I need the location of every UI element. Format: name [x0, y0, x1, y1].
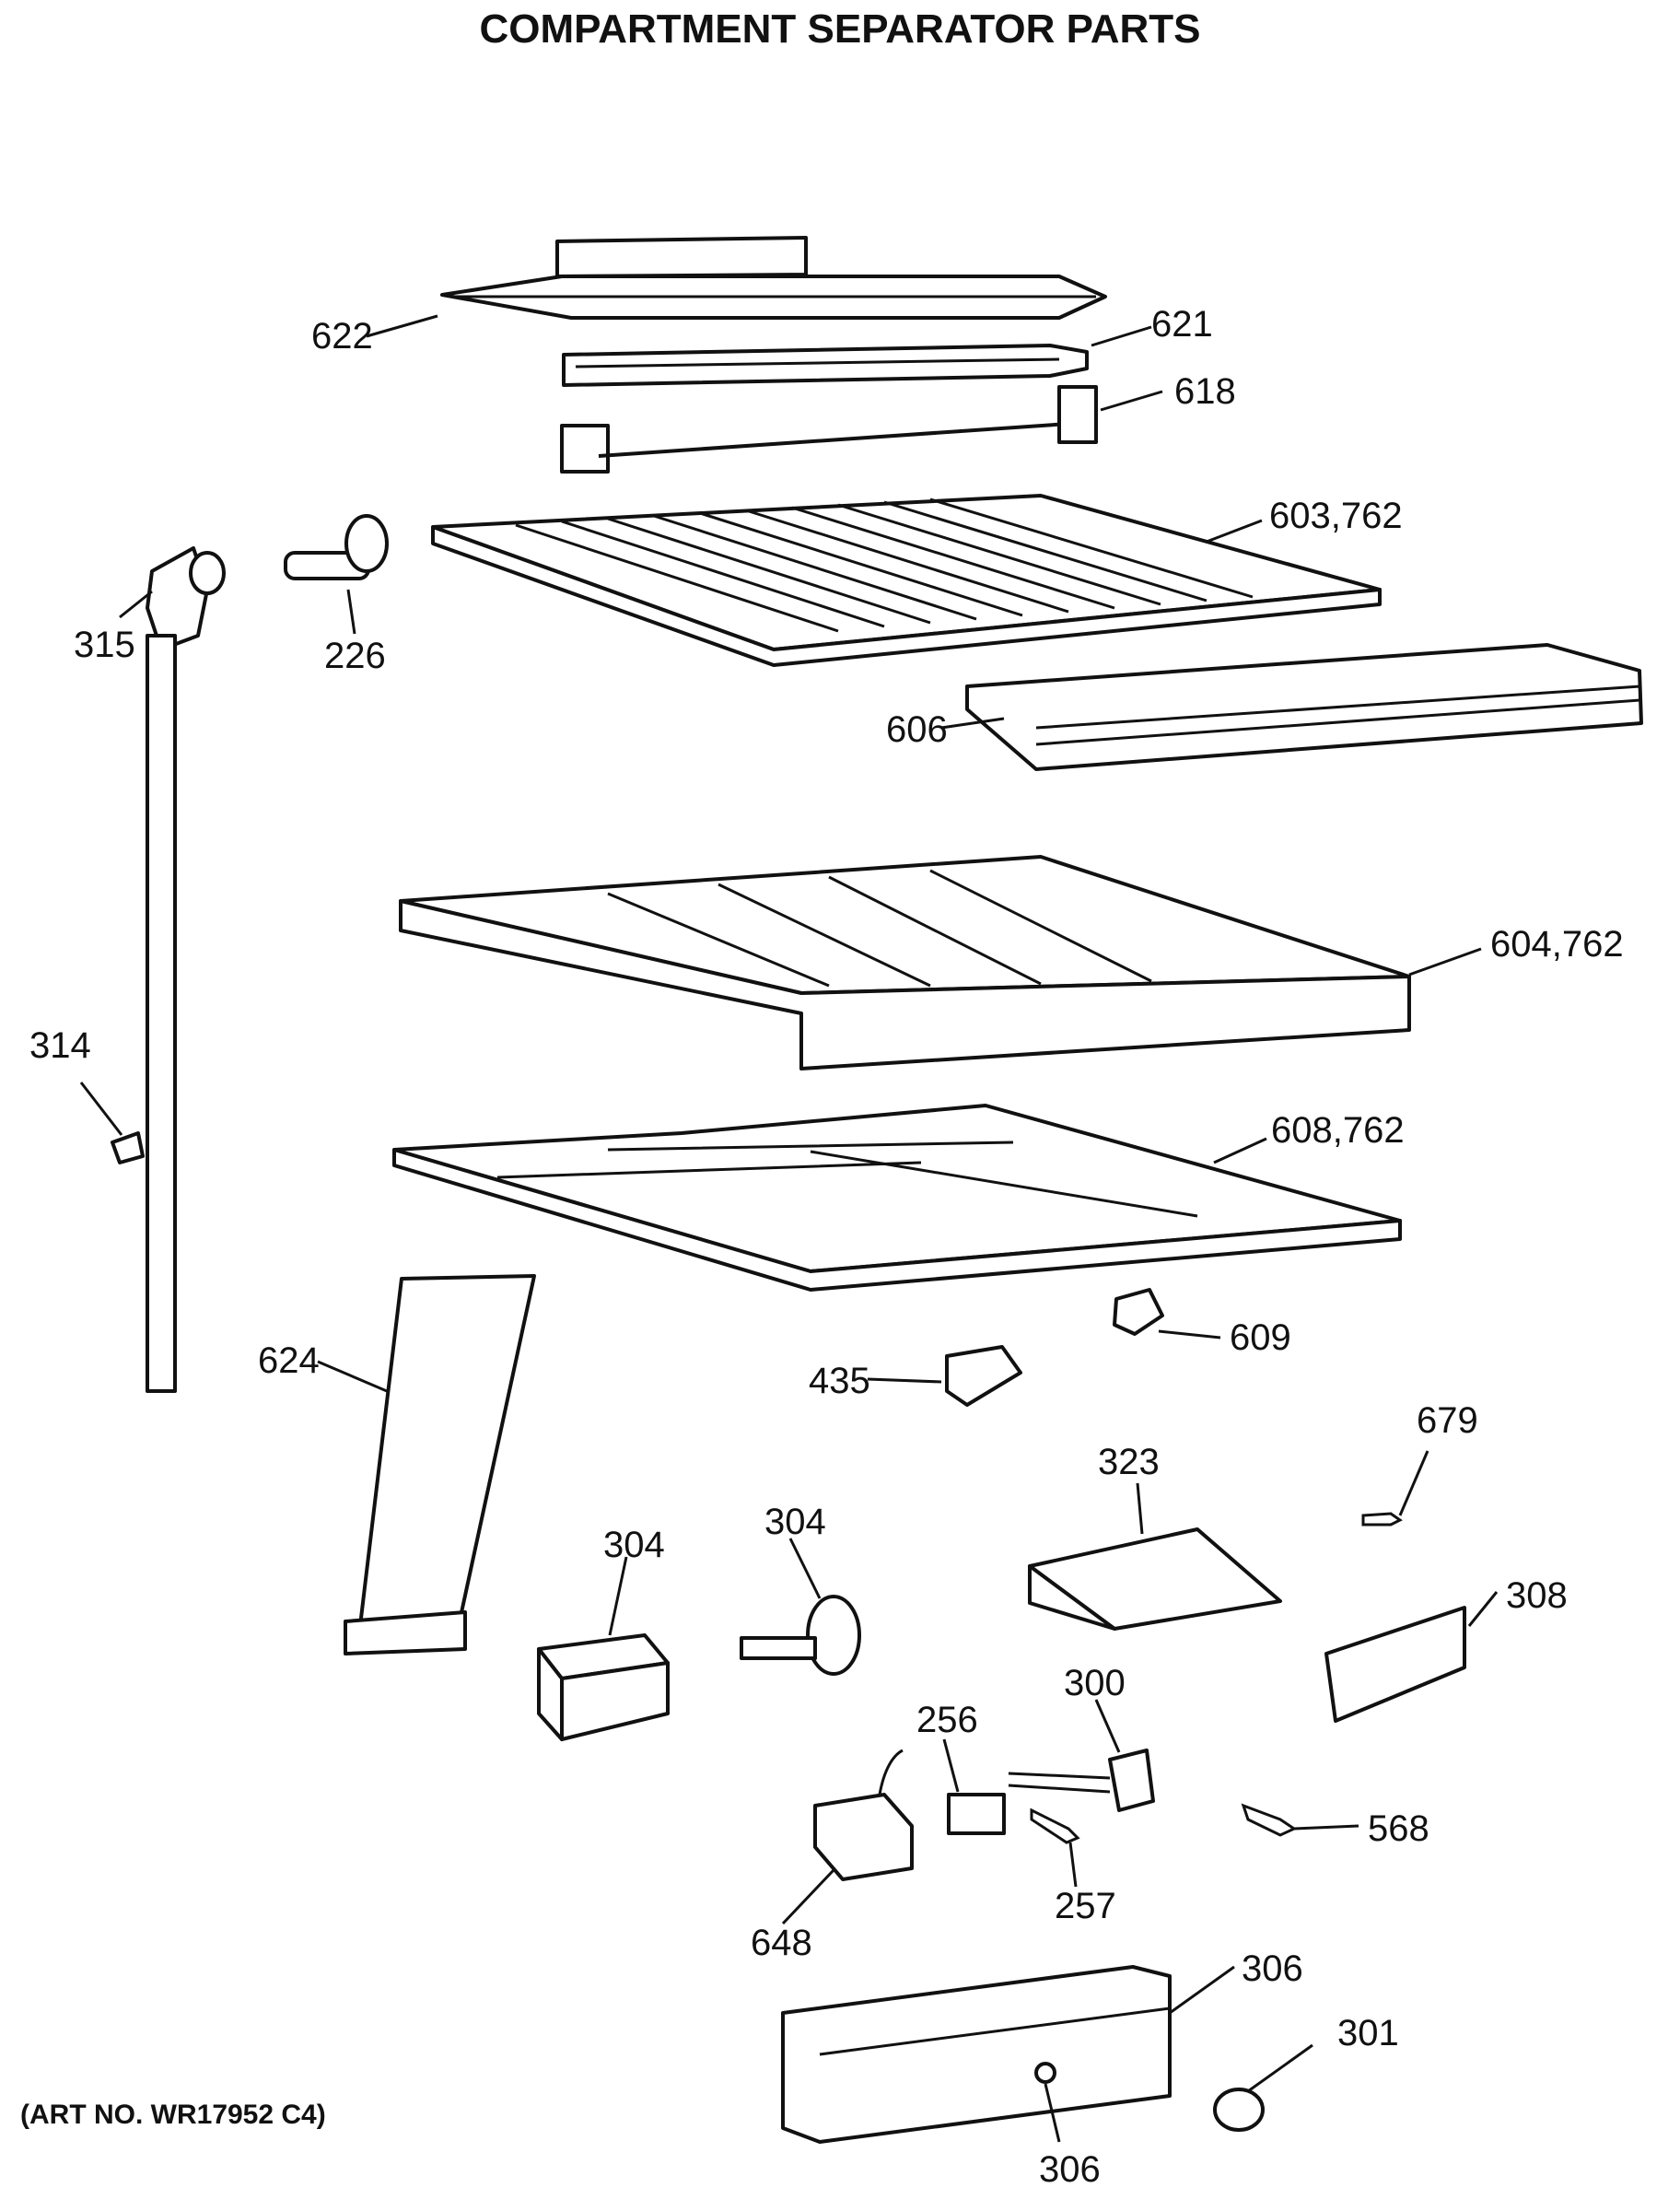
part-306-housing: [781, 1965, 1172, 2144]
part-618-rod: [560, 385, 1098, 474]
label-304-block: 304: [603, 1525, 665, 1565]
part-609-fastener: [1113, 1288, 1164, 1336]
label-648: 648: [751, 1923, 812, 1963]
part-606-trim: [965, 643, 1643, 771]
label-568: 568: [1368, 1808, 1429, 1849]
part-624-bracket: [344, 1274, 536, 1655]
part-257-screw: [1030, 1807, 1080, 1844]
label-603-762: 603,762: [1269, 496, 1403, 536]
label-624: 624: [258, 1340, 320, 1381]
label-679: 679: [1417, 1400, 1478, 1441]
part-603-shelf: [431, 494, 1382, 667]
label-621: 621: [1151, 304, 1213, 345]
label-609: 609: [1230, 1317, 1291, 1358]
part-226-pin: [284, 514, 389, 580]
label-306-bottom: 306: [1039, 2149, 1101, 2190]
part-435-knob: [945, 1345, 1022, 1407]
part-314-clip: [111, 1131, 145, 1164]
label-308: 308: [1506, 1575, 1568, 1616]
label-226: 226: [324, 636, 386, 676]
label-618: 618: [1174, 371, 1236, 412]
part-568-screw: [1241, 1803, 1298, 1837]
label-301: 301: [1337, 2013, 1399, 2053]
part-604-separator: [399, 855, 1411, 1070]
art-number: (ART NO. WR17952 C4): [20, 2100, 326, 2130]
label-314: 314: [29, 1025, 91, 1066]
leader-lines: [79, 314, 1499, 2143]
page-title: COMPARTMENT SEPARATOR PARTS: [479, 6, 1200, 52]
label-300: 300: [1064, 1663, 1126, 1703]
part-315-hinge: [146, 546, 226, 1393]
part-300-switch: [1008, 1749, 1155, 1812]
part-301-knob: [1213, 2088, 1265, 2132]
label-323: 323: [1098, 1442, 1160, 1482]
label-256: 256: [916, 1700, 978, 1740]
label-306-top: 306: [1242, 1948, 1303, 1989]
label-257: 257: [1055, 1886, 1116, 1926]
label-315: 315: [74, 625, 135, 665]
part-608-cover: [392, 1104, 1402, 1292]
part-256-switch: [947, 1793, 1006, 1835]
part-304-dial: [740, 1595, 861, 1676]
label-606: 606: [886, 709, 948, 750]
part-323-housing: [1028, 1527, 1282, 1631]
part-648-motor: [813, 1749, 914, 1881]
label-604-762: 604,762: [1490, 924, 1624, 965]
part-621-rail: [562, 344, 1089, 387]
part-679-screw: [1361, 1512, 1403, 1527]
callout-labels: 622 621 618 603,762 315 226 606 604,762 …: [29, 304, 1624, 2190]
part-304-block: [537, 1633, 670, 1741]
label-608-762: 608,762: [1271, 1110, 1405, 1151]
label-622: 622: [311, 316, 373, 357]
label-304-dial: 304: [764, 1502, 826, 1542]
label-435: 435: [809, 1361, 870, 1401]
part-308-plate: [1324, 1606, 1466, 1723]
part-622-cover: [440, 236, 1107, 320]
